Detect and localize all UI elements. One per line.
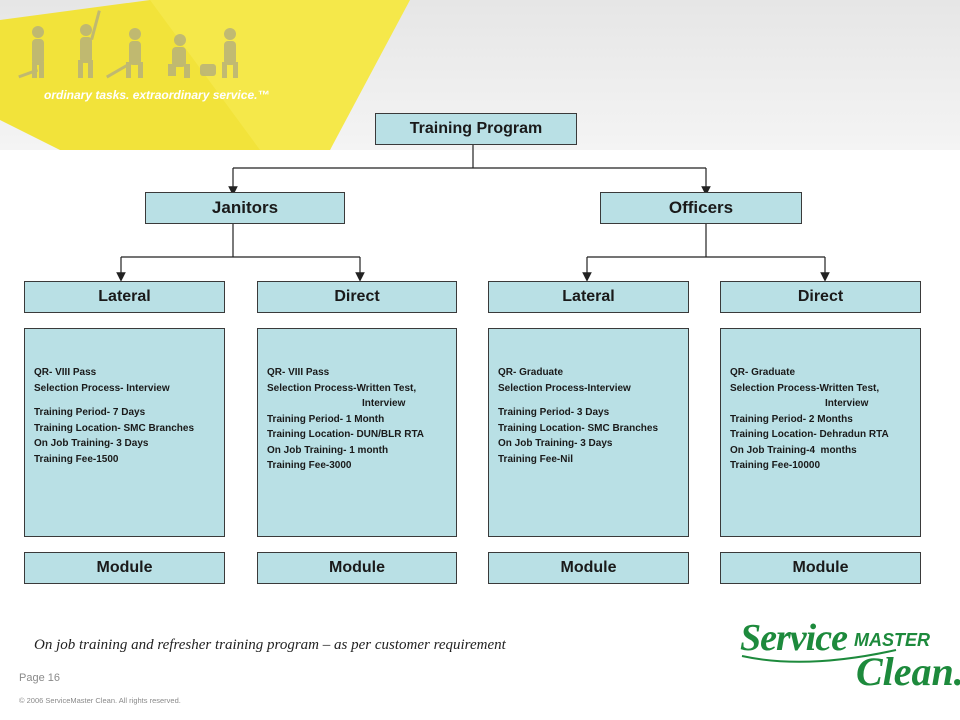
logo-swoosh-icon [741,649,897,663]
detail-line: QR- VIII Pass [267,367,330,378]
node-janitors-lateral: Lateral [24,281,225,313]
detail-line: QR- Graduate [730,367,796,378]
detail-line: Training Period- 3 Days [498,407,610,418]
node-label: Training Program [409,120,543,137]
detail-line: Interview [362,398,406,409]
detail-gap [498,396,682,405]
detail-line: Training Period- 1 Month [267,413,385,425]
module-label: Module [560,559,617,576]
node-janitors: Janitors [145,192,345,224]
detail-line: Selection Process- Interview [34,382,170,394]
detail-line: Selection Process-Written Test, [267,382,417,394]
logo-clean: Clean. [856,649,960,694]
detail-line: Training Period- 2 Months [730,413,853,425]
node-label: Direct [797,288,844,305]
node-janitors-direct: Direct [257,281,457,313]
detail-line: Selection Process-Interview [498,382,631,394]
module-janitors-direct: Module [257,552,457,584]
header-tagline: ordinary tasks. extraordinary service.™ [44,88,270,102]
node-label: Direct [334,288,380,305]
page-number: Page 16 [19,672,60,684]
detail-line: Training Fee-1500 [34,453,119,465]
node-label: Lateral [98,288,151,305]
node-officers: Officers [600,192,802,224]
worker-silhouettes-icon [18,10,238,79]
node-label: Officers [668,198,734,217]
detail-line: Training Location- SMC Branches [498,422,659,434]
details-janitors-lateral: QR- VIII Pass Selection Process- Intervi… [24,328,225,537]
module-label: Module [96,559,153,576]
detail-line: Interview [825,398,869,409]
module-label: Module [329,559,385,576]
details-officers-lateral: QR- Graduate Selection Process-Interview… [488,328,689,537]
detail-line: Training Fee-10000 [730,460,821,471]
servicemaster-clean-logo: Service MASTER Clean. [736,610,960,700]
detail-line: Selection Process-Written Test, [730,382,880,394]
detail-line: Training Fee-Nil [498,453,574,465]
detail-line: Training Location- Dehradun RTA [730,429,889,440]
detail-line: On Job Training- 3 Days [498,438,613,449]
detail-line: On Job Training- 1 month [267,444,389,456]
node-label: Lateral [562,288,615,305]
module-officers-direct: Module [720,552,921,584]
details-janitors-direct: QR- VIII Pass Selection Process-Written … [257,328,457,537]
node-label: Janitors [211,198,279,217]
copyright: © 2006 ServiceMaster Clean. All rights r… [19,696,181,705]
yellow-swoosh-point [150,0,410,150]
module-label: Module [792,559,849,576]
detail-line: On Job Training- 3 Days [34,438,149,449]
detail-line: QR- VIII Pass [34,367,97,378]
node-officers-direct: Direct [720,281,921,313]
footnote: On job training and refresher training p… [34,637,506,653]
node-training-program: Training Program [375,113,577,145]
logo-master: MASTER [854,630,930,650]
detail-line: Training Period- 7 Days [34,407,146,418]
detail-line: Training Location- DUN/BLR RTA [267,429,425,440]
module-officers-lateral: Module [488,552,689,584]
header-graphic [0,0,410,150]
logo-service: Service [740,617,848,659]
detail-gap [34,396,218,405]
detail-line: QR- Graduate [498,367,564,378]
detail-line: Training Fee-3000 [267,460,352,471]
details-officers-direct: QR- Graduate Selection Process-Written T… [720,328,921,537]
module-janitors-lateral: Module [24,552,225,584]
node-officers-lateral: Lateral [488,281,689,313]
detail-line: Training Location- SMC Branches [34,422,195,434]
detail-line: On Job Training-4 months [730,444,857,456]
